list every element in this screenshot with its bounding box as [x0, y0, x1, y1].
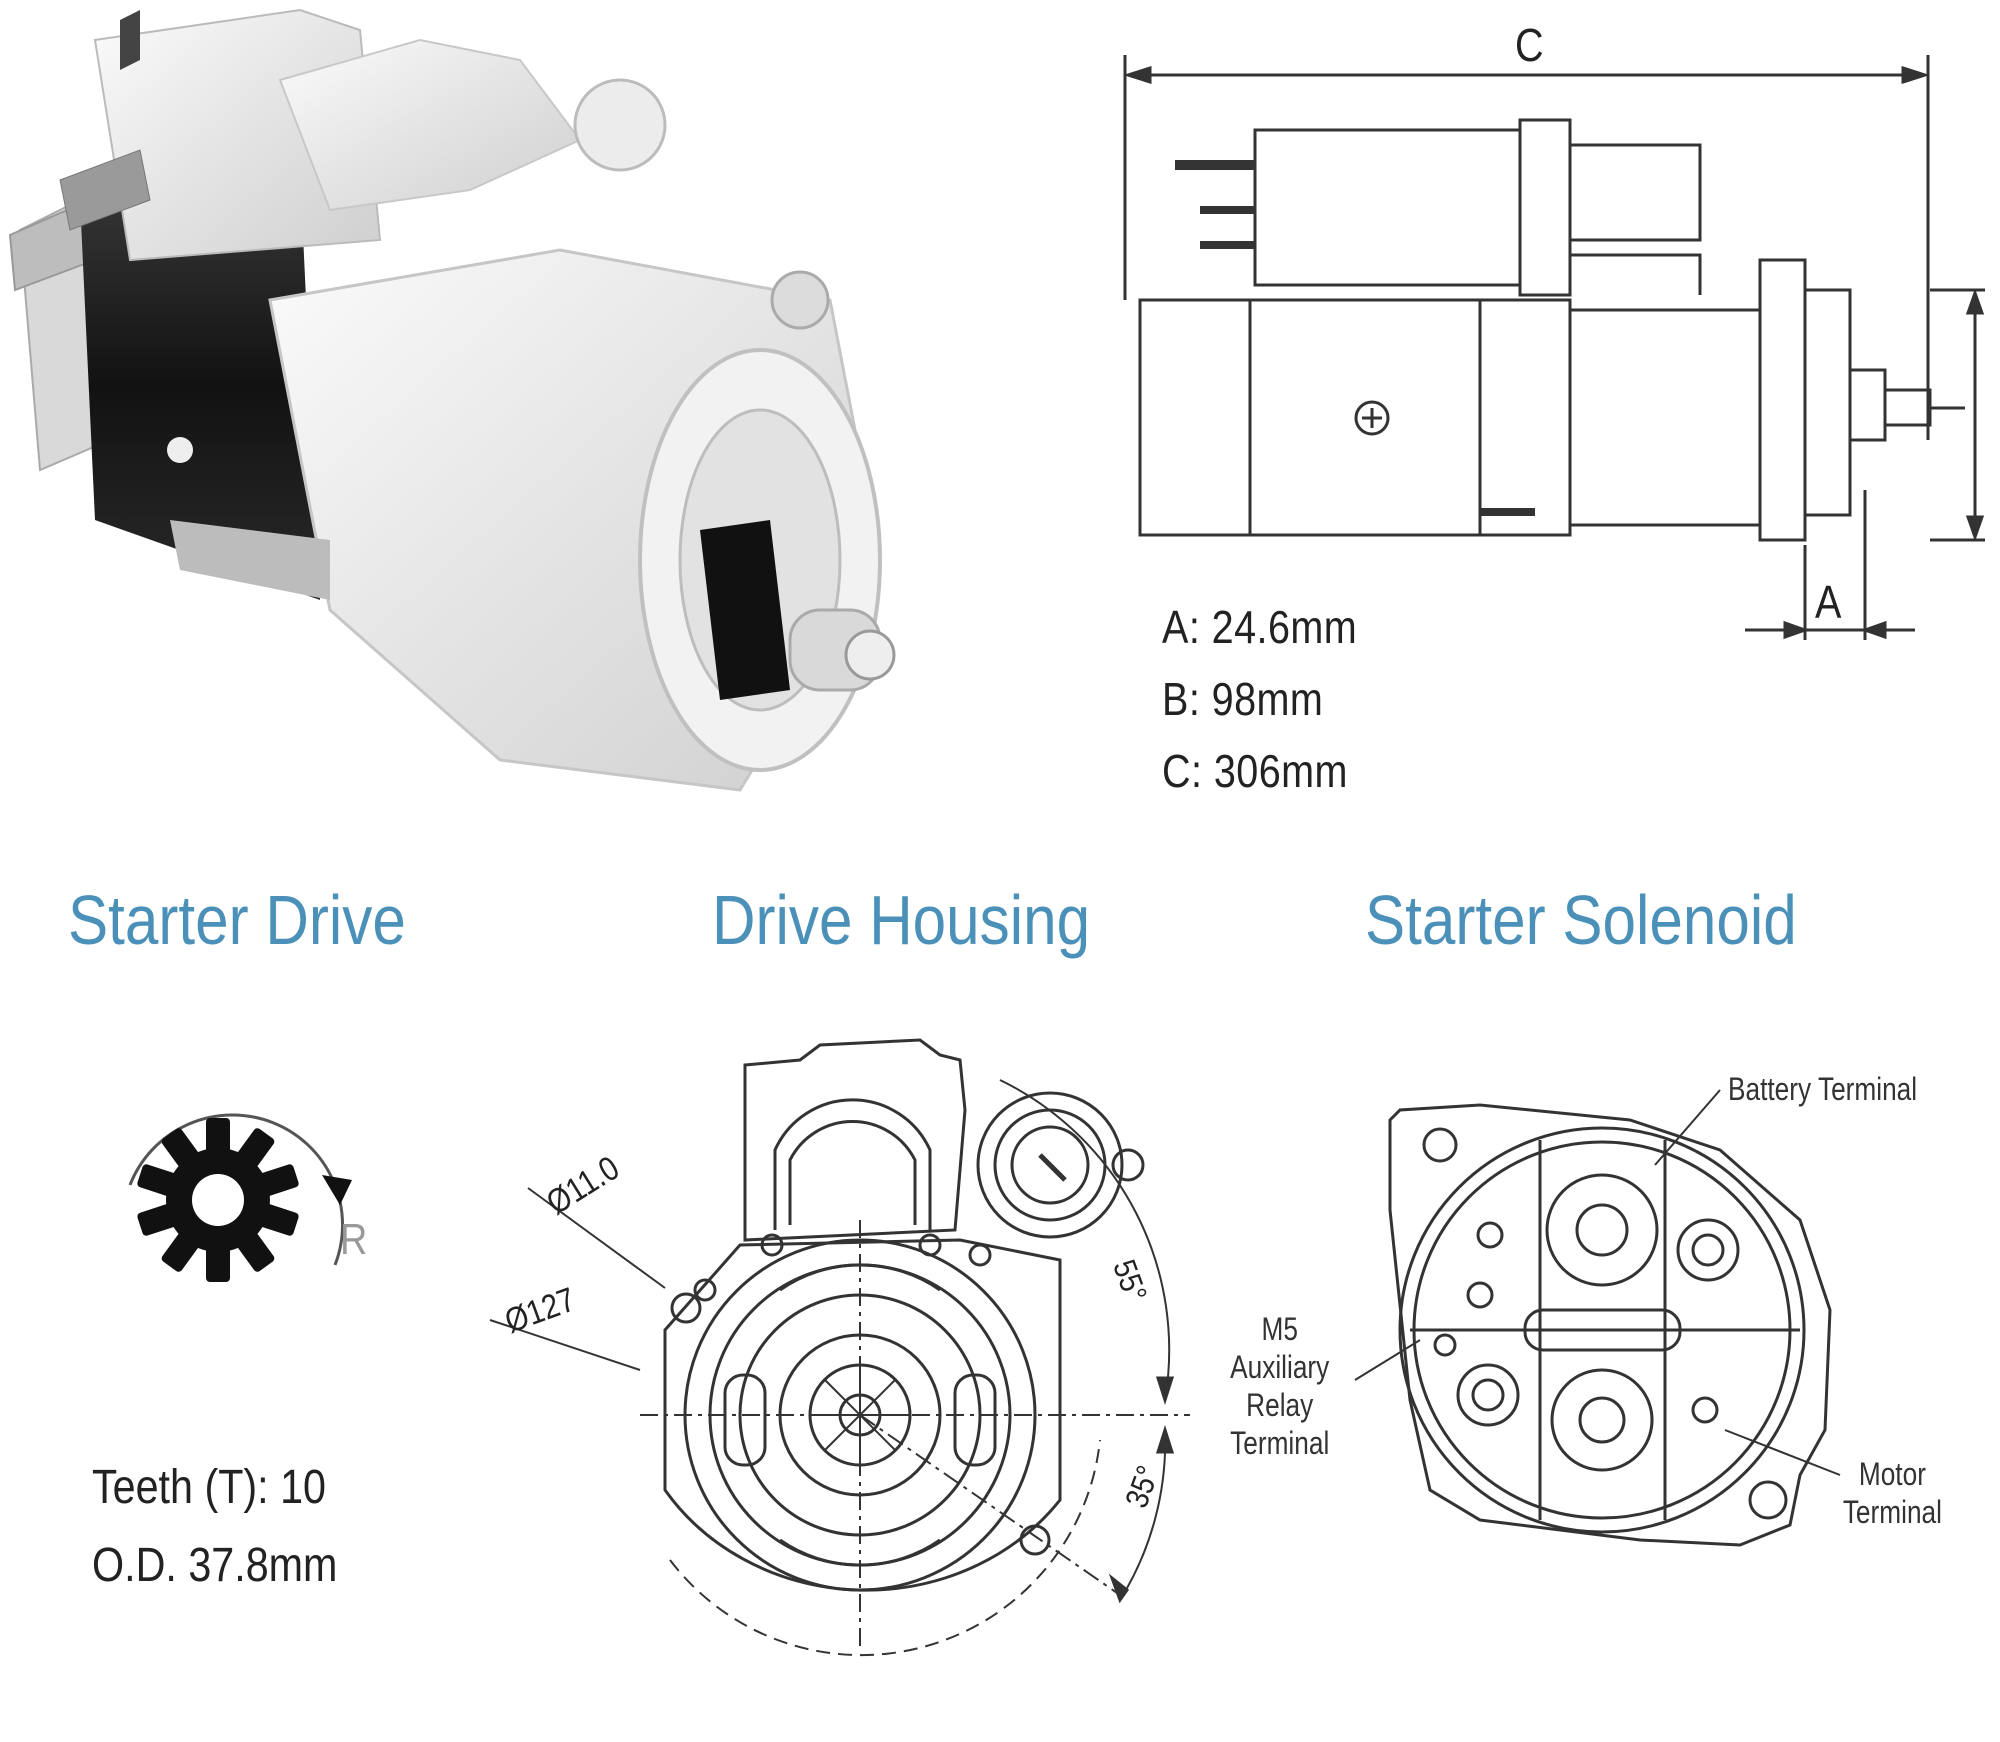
- gear-icon: [137, 1118, 299, 1282]
- aux-relay-line-2: Auxiliary: [1230, 1349, 1330, 1385]
- aux-relay-line-4: Terminal: [1230, 1425, 1330, 1461]
- motor-terminal-line-1: Motor: [1858, 1456, 1926, 1492]
- dimension-c: C: 306mm: [1162, 745, 1348, 797]
- motor-terminal-label: Motor Terminal: [1835, 1455, 1950, 1531]
- rotation-arrow-icon: [322, 1175, 352, 1205]
- battery-terminal-label: Battery Terminal: [1728, 1071, 1918, 1107]
- heading-starter-solenoid: Starter Solenoid: [1365, 881, 1797, 959]
- dimension-tag-a: A: [1815, 576, 1842, 628]
- heading-drive-housing: Drive Housing: [712, 881, 1091, 959]
- rotation-label: R: [340, 1215, 368, 1264]
- outer-diameter: O.D. 37.8mm: [92, 1539, 338, 1592]
- teeth-count: Teeth (T): 10: [92, 1461, 327, 1514]
- dimension-tag-c: C: [1515, 19, 1545, 71]
- motor-terminal-line-2: Terminal: [1842, 1494, 1942, 1530]
- dimension-a: A: 24.6mm: [1162, 601, 1358, 653]
- aux-relay-line-3: Relay: [1246, 1387, 1314, 1423]
- auxiliary-relay-terminal-label: M5 Auxiliary Relay Terminal: [1210, 1310, 1349, 1462]
- aux-relay-line-1: M5: [1261, 1311, 1298, 1347]
- heading-starter-drive: Starter Drive: [68, 881, 406, 959]
- rotation-arc: [128, 1113, 345, 1266]
- dimension-b: B: 98mm: [1162, 673, 1324, 725]
